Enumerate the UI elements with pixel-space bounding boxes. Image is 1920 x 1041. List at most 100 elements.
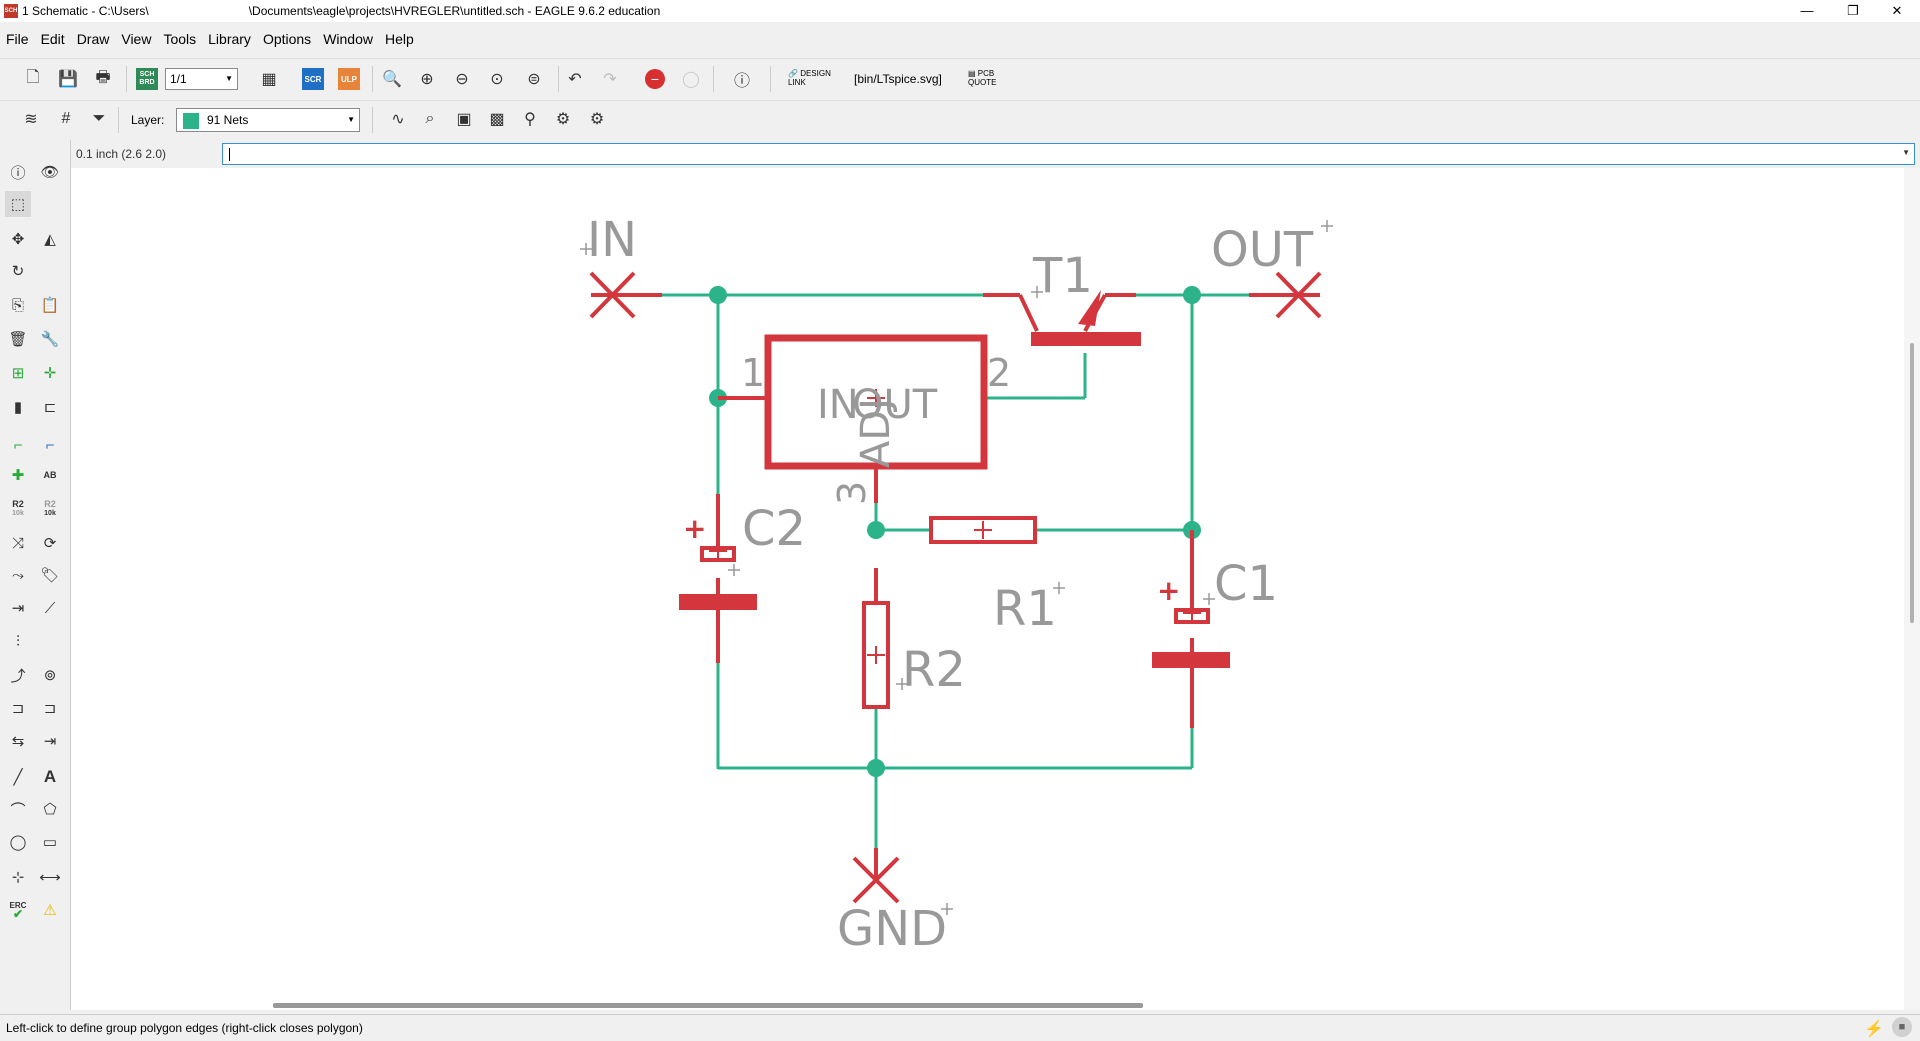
rectangle-icon[interactable]: ▭ [42, 834, 58, 851]
text-icon[interactable]: A [43, 767, 57, 786]
script-button[interactable]: SCR [302, 68, 324, 90]
zoom-in-icon[interactable]: ⊕ [420, 71, 434, 88]
ulp-button[interactable]: ULP [338, 68, 360, 90]
junction-dot[interactable] [709, 286, 727, 304]
polygon-icon[interactable]: ⬠ [43, 801, 57, 818]
menu-file[interactable]: File [6, 31, 29, 47]
arc-icon[interactable]: ⌒ [10, 801, 26, 819]
zoom-out-icon[interactable]: ⊖ [455, 71, 469, 88]
grid-icon[interactable]: # [61, 110, 71, 127]
junction-dot[interactable] [867, 759, 885, 777]
slice-icon[interactable]: ⟋ [44, 599, 56, 617]
split-icon[interactable]: ⤳ [11, 566, 24, 584]
route-icon[interactable]: ⤴ [10, 667, 26, 685]
errors-warning-icon[interactable]: ⚠ [43, 902, 57, 919]
command-history-chevron-icon[interactable]: ▼ [1902, 148, 1910, 157]
menu-help[interactable]: Help [384, 31, 414, 47]
sim-run-icon[interactable]: ⚙ [589, 111, 605, 128]
menu-tools[interactable]: Tools [163, 31, 197, 47]
mark-icon[interactable]: ⊹ [11, 869, 25, 886]
label-gnd[interactable]: GND [837, 901, 947, 957]
redo-icon[interactable]: ↷ [603, 71, 617, 88]
menu-options[interactable]: Options [262, 31, 312, 47]
sim-wave-icon[interactable]: ∿ [391, 111, 405, 128]
design-link-button[interactable]: 🔗 DESIGN LINK [788, 69, 831, 87]
out-cross[interactable] [1275, 271, 1322, 319]
smash-icon[interactable]: ⤨ [11, 534, 24, 552]
ratsnest-icon[interactable]: ⊚ [43, 667, 57, 684]
r1-body[interactable] [929, 516, 1037, 544]
label-r1[interactable]: R1 [993, 581, 1057, 637]
pcb-quote-button[interactable]: ▤ PCB QUOTE [968, 69, 997, 87]
live-lightning-icon[interactable]: ⚡ [1864, 1021, 1884, 1038]
group-select-icon[interactable]: ⬚ [5, 191, 31, 217]
zoom-redraw-icon[interactable]: ⊙ [490, 71, 504, 88]
port-arrow-icon[interactable]: ⇥ [43, 733, 57, 750]
cam-icon[interactable]: ▦ [261, 71, 277, 88]
junction-icon[interactable]: ✚ [11, 467, 25, 484]
port-icon[interactable]: ⇆ [11, 733, 25, 750]
horizontal-scrollbar[interactable] [71, 998, 1904, 1010]
sch-brd-switch-icon[interactable]: SCH BRD [136, 68, 158, 90]
new-file-icon[interactable]: 🗋 [26, 68, 40, 86]
help-icon[interactable]: ⓘ [733, 73, 750, 90]
script-run-button[interactable]: [bin/LTspice.svg] [854, 72, 942, 86]
mirror-icon[interactable]: ◭ [44, 231, 56, 248]
sim-scope-icon[interactable]: ▩ [489, 111, 505, 128]
module-out-icon[interactable]: ⊐ [43, 700, 57, 717]
zoom-fit-icon[interactable]: 🔍 [382, 71, 402, 88]
in-cross[interactable] [589, 271, 636, 319]
net-icon[interactable]: ⌐ [13, 436, 23, 454]
label-t1[interactable]: T1 [1032, 248, 1093, 304]
optimize-icon[interactable]: ⫶ [16, 632, 20, 650]
copy-icon[interactable]: ⎘ [11, 296, 24, 314]
label-in[interactable]: IN [587, 212, 637, 268]
attribute-tag-icon[interactable]: 🏷 [40, 567, 60, 584]
stop-command-icon[interactable]: ■ [1892, 1017, 1912, 1037]
close-button[interactable]: ✕ [1891, 3, 1903, 18]
t1-base-bar[interactable] [1031, 332, 1141, 346]
vertical-scroll-thumb[interactable] [1910, 343, 1914, 623]
save-icon[interactable]: 💾 [58, 71, 78, 88]
vertical-scrollbar[interactable] [1904, 168, 1920, 1010]
gate-swap-icon[interactable]: ▮ [13, 399, 23, 416]
sheet-select[interactable]: 1/1▼ [165, 68, 238, 90]
label-c1[interactable]: C1 [1214, 556, 1278, 612]
go-icon[interactable]: ◯ [682, 71, 700, 88]
maximize-button[interactable]: ❐ [1847, 3, 1859, 18]
info-icon[interactable]: ⓘ [10, 164, 26, 182]
menu-view[interactable]: View [121, 31, 152, 47]
pin-swap-icon[interactable]: ⊏ [43, 399, 57, 416]
show-icon[interactable]: 👁 [40, 164, 60, 181]
stop-icon[interactable]: − [642, 66, 668, 92]
command-input[interactable]: ▼ [222, 143, 1915, 165]
bus-icon[interactable]: ⌐ [45, 436, 55, 454]
undo-icon[interactable]: ↶ [568, 71, 582, 88]
horizontal-scroll-thumb[interactable] [273, 1003, 1143, 1008]
schematic-canvas[interactable]: IN OUT GND T1 C1 C2 R1 R2 IN OUT ADJ 1 2… [71, 168, 1904, 1010]
erc-icon[interactable]: ERC✔ [9, 901, 27, 921]
c1-plate-bottom[interactable] [1152, 652, 1230, 668]
layer-select[interactable]: 91 Nets▼ [176, 108, 360, 132]
delete-icon[interactable]: 🗑 [8, 331, 28, 348]
c2-plate-bottom[interactable] [679, 594, 757, 610]
line-icon[interactable]: ╱ [13, 769, 23, 786]
miter-icon[interactable]: ⟳ [43, 535, 57, 552]
minimize-button[interactable]: — [1800, 3, 1814, 18]
menu-draw[interactable]: Draw [76, 31, 110, 47]
rotate-icon[interactable]: ↻ [11, 263, 25, 280]
paste-icon[interactable]: 📋 [40, 297, 60, 314]
label-out[interactable]: OUT [1211, 222, 1314, 278]
add-part-icon[interactable]: ⊞ [11, 365, 25, 382]
module-in-icon[interactable]: ⊐ [11, 700, 25, 717]
junction-dot[interactable] [1183, 286, 1201, 304]
print-icon[interactable]: 🖶 [95, 68, 111, 86]
menu-window[interactable]: Window [323, 31, 373, 47]
label-c2[interactable]: C2 [742, 501, 806, 557]
sim-meter-icon[interactable]: ▣ [456, 111, 472, 128]
layer-settings-icon[interactable]: ≋ [24, 111, 38, 128]
menu-edit[interactable]: Edit [40, 31, 65, 47]
label-icon[interactable]: AB [43, 470, 57, 480]
